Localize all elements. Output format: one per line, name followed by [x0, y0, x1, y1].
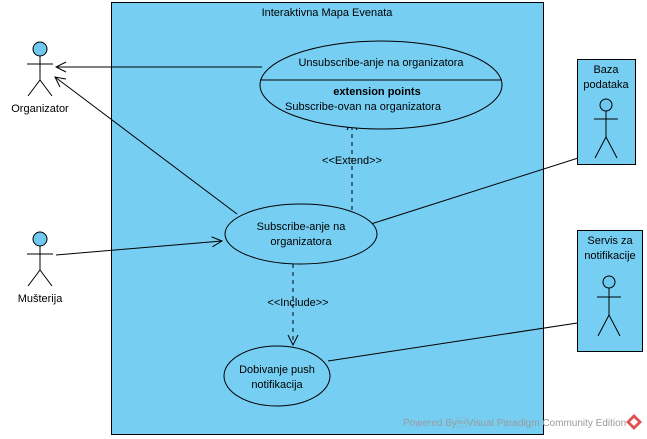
- use-case-subscribe-line2: organizatora: [270, 236, 332, 248]
- use-case-push[interactable]: Dobivanje push notifikacija: [223, 345, 331, 407]
- actor-servis-label-line2: notifikacije: [584, 250, 635, 262]
- actor-musterija[interactable]: Mušterija: [18, 231, 64, 305]
- use-case-unsubscribe-label: Unsubscribe-anje na organizatora: [298, 57, 464, 69]
- actor-baza-podataka[interactable]: Baza podataka: [577, 59, 636, 165]
- use-case-subscribe[interactable]: Subscribe-anje na organizatora: [224, 203, 378, 265]
- stick-figure-icon: [594, 98, 618, 159]
- watermark-text: Powered ByVisual Paradigm Community Edi…: [403, 417, 626, 429]
- use-case-subscribe-line1: Subscribe-anje na: [257, 221, 347, 233]
- use-case-push-line1: Dobivanje push: [239, 364, 315, 376]
- actor-baza-label-line1: Baza: [593, 64, 619, 76]
- use-case-push-line2: notifikacija: [251, 379, 303, 391]
- association-subscribe-baza: [370, 152, 597, 225]
- visual-paradigm-logo-icon: [626, 414, 642, 430]
- extend-label: <<Extend>>: [322, 155, 382, 167]
- association-subscribe-organizator: [55, 77, 238, 215]
- actor-servis-notifikacije[interactable]: Servis za notifikacije: [577, 230, 643, 352]
- extension-points-title: extension points: [333, 86, 420, 98]
- actor-organizator[interactable]: Organizator: [11, 41, 69, 115]
- actor-servis-label-line1: Servis za: [587, 235, 633, 247]
- stick-figure-icon: [27, 231, 53, 287]
- actor-baza-label-line2: podataka: [583, 79, 629, 91]
- association-musterija-subscribe: [55, 241, 222, 256]
- stick-figure-icon: [597, 275, 621, 337]
- association-push-servis: [327, 320, 597, 362]
- system-title: Interaktivna Mapa Evenata: [262, 7, 394, 19]
- actor-musterija-label: Mušterija: [18, 293, 64, 305]
- stick-figure-icon: [27, 41, 53, 97]
- extension-point-label: Subscribe-ovan na organizatora: [285, 101, 442, 113]
- actor-organizator-label: Organizator: [11, 103, 69, 115]
- include-label: <<Include>>: [267, 297, 328, 309]
- use-case-unsubscribe[interactable]: Unsubscribe-anje na organizatora extensi…: [259, 40, 503, 130]
